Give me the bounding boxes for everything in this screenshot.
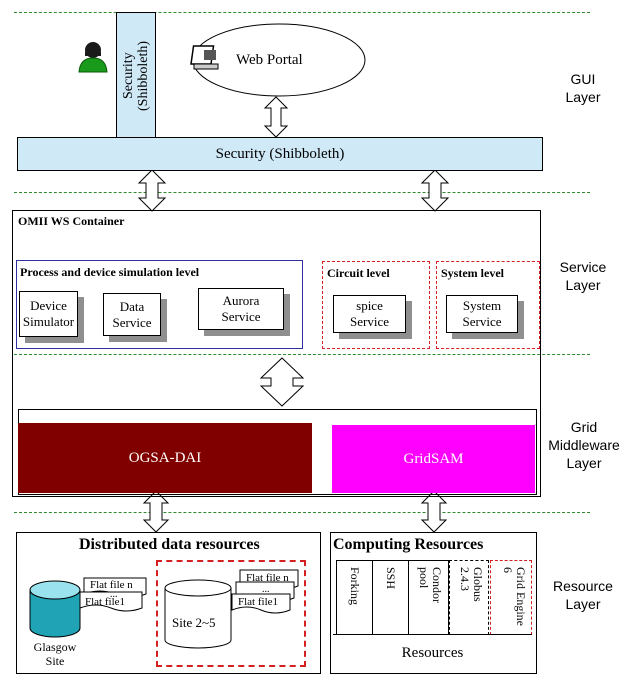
distributed-data-resources [16,532,321,674]
circuit-level-title: Circuit level [327,266,390,280]
site-database-icon [164,579,232,649]
process-level-title: Process and device simulation level [20,265,200,279]
flat-file-1-label: Flat file1 [85,596,126,608]
gridsam-box: GridSAM [332,425,535,493]
layer-separator [14,354,590,355]
condor-label: Condor pool [417,567,444,603]
site-range-label: Site 2~5 [172,615,216,630]
box-line: Device [30,298,67,313]
site-group [156,560,306,667]
box-line: Service [462,314,502,329]
data-service-box: Data Service [103,293,161,336]
box-line: spice [356,298,383,313]
monitor-icon [190,45,219,70]
layer-separator [14,512,590,513]
ssh-label: SSH [384,567,398,590]
aurora-service-box: Aurora Service [198,288,284,330]
condor-column: Condor pool [408,560,449,635]
system-service-box: System Service [446,295,518,333]
box-line: Simulator [22,314,75,329]
double-arrow [420,169,450,212]
box-line: Service [350,314,389,329]
flat-file-n-label: Flat file n [90,579,133,591]
forking-label: Forking [348,567,362,606]
globus-label: Globus 2.4.3 [458,567,485,602]
box-line: Service [112,314,152,330]
device-simulator-box: Device Simulator [19,291,78,337]
double-arrow [142,490,170,533]
globus-column: Globus 2.4.3 [449,560,489,635]
forking-column: Forking [336,560,373,635]
gridsam-label: GridSAM [403,450,464,467]
ellipsis-label: ... [110,589,118,600]
flat-file-n-label: Flat file n [246,572,289,584]
computing-resources [330,532,537,674]
security-bar-label: Security (Shibboleth) [215,145,345,162]
process-level-group [16,260,303,349]
ogsa-dai-label: OGSA-DAI [128,449,202,466]
double-arrow [263,96,289,138]
box-line: Service [221,309,261,324]
layer-separator [14,12,590,13]
user-icon [78,42,108,73]
ellipsis-label: ... [262,584,270,595]
security-bar: Security (Shibboleth) [17,137,543,171]
double-arrow [259,357,305,407]
system-level-title: System level [441,266,504,280]
resources-label: Resources [401,644,464,661]
double-arrow [137,169,167,212]
box-line: Aurora [222,293,260,308]
glasgow-database-icon [29,580,81,638]
container-title: OMII WS Container [18,214,125,228]
flat-file-1-label: Flat file1 [238,596,279,608]
grid-engine-column: Grid Engine 6 [490,560,532,635]
security-label: Security [121,52,136,99]
omii-ws-container [12,210,541,497]
double-arrow [420,490,448,533]
layer-separator [14,192,590,193]
flat-file-stack [79,577,147,612]
resources-bar: Resources [333,634,532,671]
computing-title: Computing Resources [333,536,484,553]
system-level-group [436,261,540,349]
grid-engine-label: Grid Engine 6 [501,567,528,626]
box-line: Data [119,298,145,314]
flat-file-stack [231,569,299,614]
ogsa-dai-box: OGSA-DAI [18,423,312,493]
ssh-column: SSH [372,560,409,635]
security-vertical-box: Security (Shibboleth) [116,12,156,139]
circuit-level-group [322,261,430,349]
web-portal-label: Web Portal [236,52,303,68]
box-line: System [462,298,502,313]
shibboleth-label: (Shibboleth) [136,40,151,111]
spice-service-box: spice Service [333,295,406,333]
distributed-title: Distributed data resources [79,536,260,553]
